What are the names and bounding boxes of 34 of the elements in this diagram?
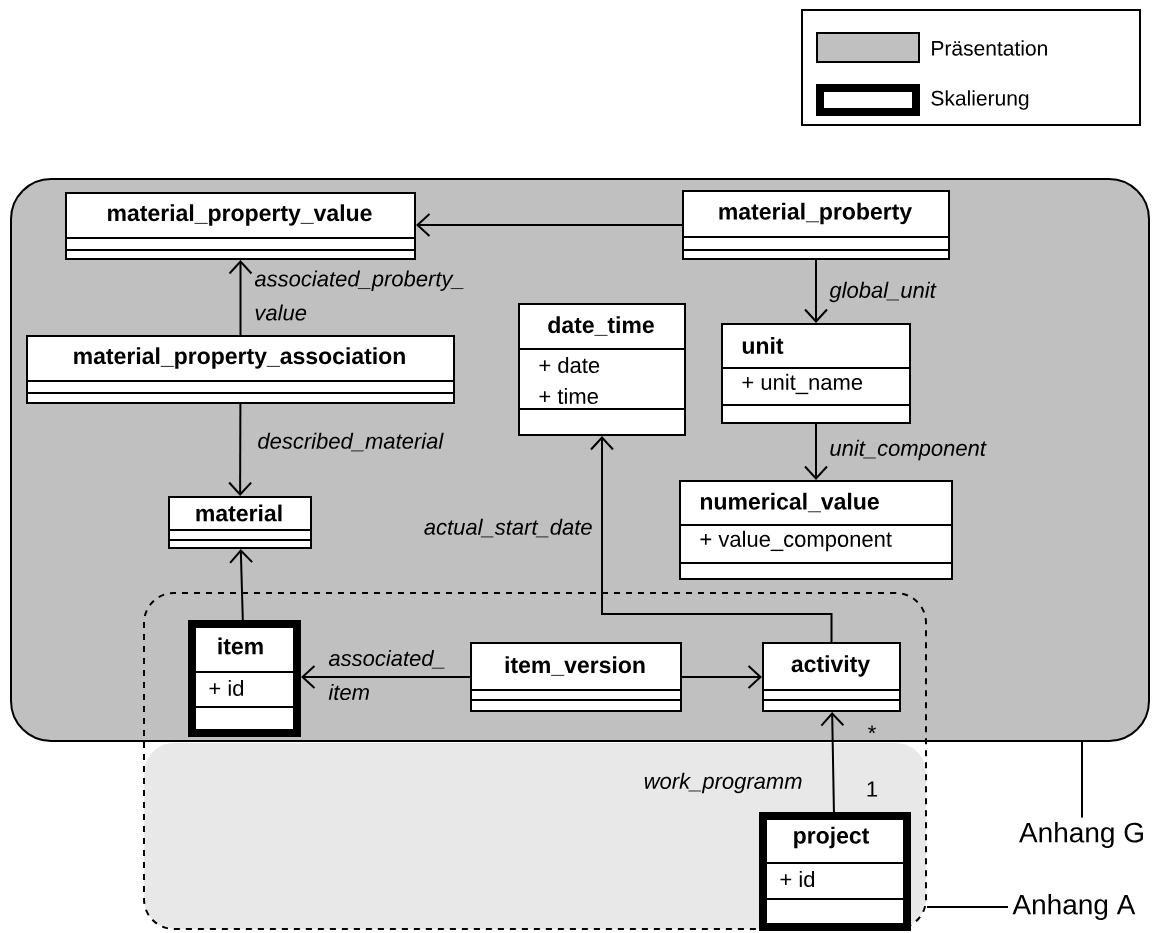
class-box: numerical_value + value_component	[678, 480, 953, 580]
annex-label: Anhang G	[1019, 821, 1143, 849]
class-box: material_proberty	[681, 190, 950, 260]
arrow	[301, 665, 471, 689]
arrow	[228, 403, 253, 496]
arrow	[590, 436, 833, 643]
leader-line	[1081, 741, 1083, 819]
class-box: date_time + date + time	[517, 303, 686, 436]
arrow	[820, 712, 845, 813]
arrow	[229, 549, 254, 621]
class-box: material_property_value	[64, 192, 416, 260]
class-box: material	[167, 496, 312, 549]
class-box: unit + unit_name	[720, 323, 911, 424]
arrow	[681, 665, 762, 689]
class-box: material_property_association	[25, 335, 455, 404]
legend-label: Präsentation	[932, 40, 1047, 56]
class-box: item + id	[187, 620, 301, 737]
edge-label: global_unit	[829, 281, 937, 303]
arrow	[416, 213, 683, 237]
edge-label: unit_component	[830, 439, 987, 461]
edge-label: associated_ item	[328, 649, 445, 701]
class-box: item_version	[469, 642, 682, 712]
class-box: activity	[761, 642, 901, 712]
arrow	[804, 423, 828, 480]
leader-line	[926, 906, 1009, 908]
edge-label: associated_proberty_ value	[254, 270, 464, 321]
arrow	[804, 259, 828, 323]
annex-label: Anhang A	[1012, 893, 1136, 921]
edge-label: work_programm	[644, 772, 802, 794]
arrow	[228, 260, 253, 336]
edge-label: described_material	[258, 432, 444, 452]
legend-label: Skalierung	[931, 90, 1029, 110]
edge-label: actual_start_date	[424, 518, 592, 538]
class-box: project + id	[758, 812, 911, 931]
